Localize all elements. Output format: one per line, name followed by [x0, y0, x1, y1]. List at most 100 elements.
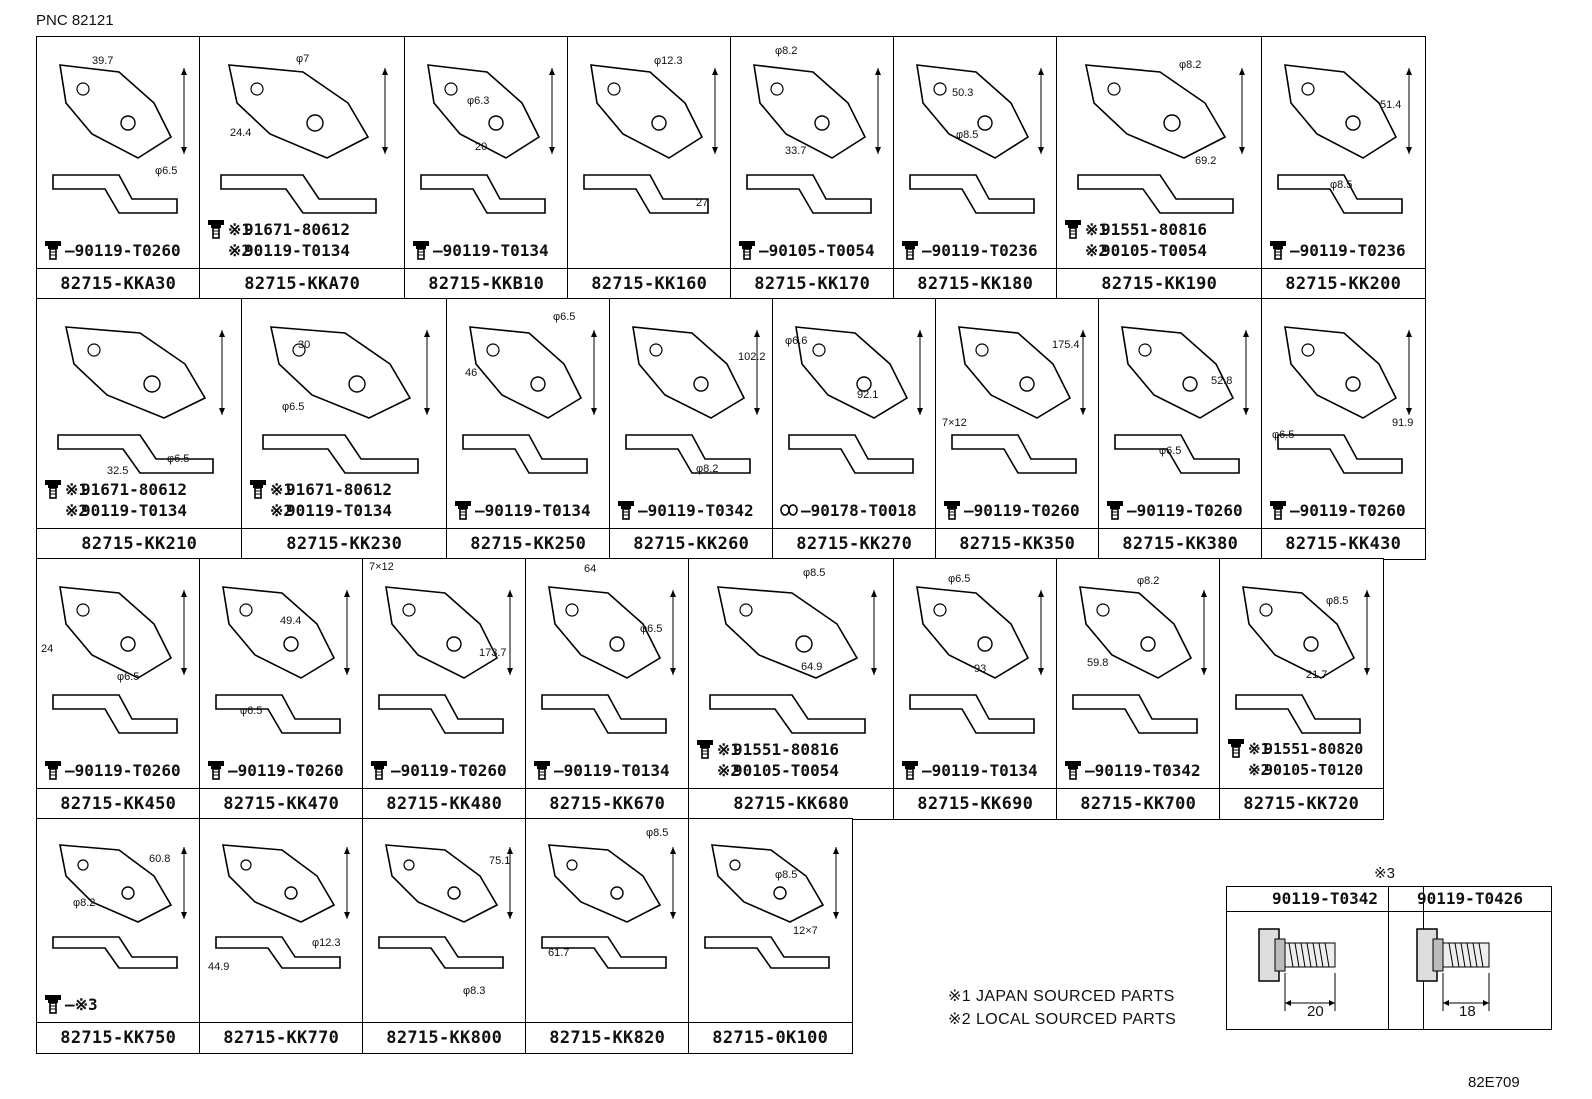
fastener-number: 90119-T0260 [1299, 500, 1406, 520]
source-mark: ※2 [717, 760, 741, 780]
dimension-label: 91.9 [1392, 417, 1414, 429]
bolt-table-t0426: 90119-T0426 18 [1388, 886, 1552, 1030]
part-number: 82715-KK210 [37, 527, 242, 559]
fastener-callout: ※191671-80612※290119-T0134 [206, 219, 350, 261]
source-mark: ※2 [1248, 760, 1270, 779]
fastener-number: 90178-T0018 [810, 500, 917, 520]
part-number: 82715-KK750 [37, 1021, 200, 1053]
lead-line: — [801, 500, 811, 520]
dimension-label: 75.1 [489, 855, 511, 867]
dimension-label: φ8.3 [463, 985, 486, 997]
dimension-label: 30 [298, 339, 311, 351]
fastener-number: 90119-T0134 [244, 240, 350, 260]
lead-line: — [638, 500, 648, 520]
dimension-label: 93 [974, 663, 987, 675]
dimension-label: φ8.5 [956, 129, 979, 141]
fastener-callout: ※191551-80816※290105-T0054 [695, 739, 839, 781]
part-number: 82715-KK450 [37, 787, 200, 819]
fastener-callout: —90119-T0260 [43, 760, 181, 781]
dimension-label: φ8.2 [1137, 575, 1160, 587]
fastener-number: 90119-T0134 [286, 500, 392, 520]
lead-line: — [65, 240, 75, 260]
fastener-number: 90119-T0134 [442, 240, 549, 260]
diagram-ref: 82E709 [1468, 1074, 1520, 1091]
fastener-callout: —90119-T0134 [453, 500, 591, 521]
dimension-label: φ8.2 [775, 45, 798, 57]
dimension-label: φ6.5 [1159, 445, 1182, 457]
dimension-label: 20 [475, 141, 488, 153]
fastener-number: 90105-T0054 [1101, 240, 1207, 260]
source-mark: ※2 [228, 240, 252, 260]
fastener-number: 91551-80820 [1264, 739, 1364, 758]
part-number: 82715-KK180 [894, 267, 1057, 299]
dimension-label: 92.1 [857, 389, 879, 401]
source-mark: ※1 [65, 479, 89, 499]
lead-line: — [964, 500, 974, 520]
bolt-table-label: 90119-T0426 [1389, 887, 1551, 912]
source-mark: ※2 [65, 500, 89, 520]
fastener-callout: —90105-T0054 [737, 240, 875, 261]
dimension-label: φ8.5 [1330, 179, 1353, 191]
dimension-label: 49.4 [280, 615, 302, 627]
fastener-callout: —90119-T0236 [1268, 240, 1406, 261]
part-number: 82715-KK480 [363, 787, 526, 819]
dimension-label: φ6.5 [948, 573, 971, 585]
lead-line: — [475, 500, 485, 520]
fastener-number: 90119-T0260 [973, 500, 1080, 520]
fastener-number: 90119-T0260 [74, 240, 181, 260]
source-mark: ※1 [228, 219, 252, 239]
fastener-callout: ※191671-80612※290119-T0134 [248, 479, 392, 521]
part-number: 82715-KK720 [1220, 787, 1383, 819]
dimension-label: φ8.5 [775, 869, 798, 881]
dimension-label: φ6.5 [117, 671, 140, 683]
dimension-label: φ6.5 [282, 401, 305, 413]
fastener-number: 91551-80816 [1101, 219, 1207, 239]
part-number: 82715-KK170 [731, 267, 894, 299]
fastener-number: 90105-T0054 [768, 240, 875, 260]
note-japan: ※1 JAPAN SOURCED PARTS [948, 988, 1175, 1005]
fastener-number: 91671-80612 [286, 479, 392, 499]
fastener-number: 90119-T0134 [81, 500, 187, 520]
fastener-number: 90119-T0236 [931, 240, 1038, 260]
lead-line: — [1127, 500, 1137, 520]
part-number: 82715-KK800 [363, 1021, 526, 1053]
fastener-callout: —90119-T0260 [369, 760, 507, 781]
lead-line: — [433, 240, 443, 260]
note-3-marker: ※3 [1374, 865, 1395, 882]
dimension-label: 60.8 [149, 853, 171, 865]
lead-line: — [922, 760, 932, 780]
fastener-callout: ※191671-80612※290119-T0134 [43, 479, 187, 521]
bolt-drawing [1416, 928, 1490, 1011]
source-mark: ※1 [1085, 219, 1109, 239]
dimension-label: 7×12 [369, 561, 394, 573]
fastener-number: 91671-80612 [244, 219, 350, 239]
lead-line: — [391, 760, 401, 780]
fastener-callout: —90119-T0236 [900, 240, 1038, 261]
bolt-length: 20 [1307, 1003, 1324, 1020]
part-number: 82715-KK690 [894, 787, 1057, 819]
fastener-number: 90119-T0260 [1136, 500, 1243, 520]
dimension-label: 24.4 [230, 127, 252, 139]
part-number: 82715-KK250 [447, 527, 610, 559]
part-number: 82715-KK190 [1057, 267, 1262, 299]
fastener-number: 90119-T0342 [647, 500, 754, 520]
dimension-label: 64.9 [801, 661, 823, 673]
part-number: 82715-KK430 [1262, 527, 1425, 559]
lead-line: — [922, 240, 932, 260]
dimension-label: φ6.5 [155, 165, 178, 177]
